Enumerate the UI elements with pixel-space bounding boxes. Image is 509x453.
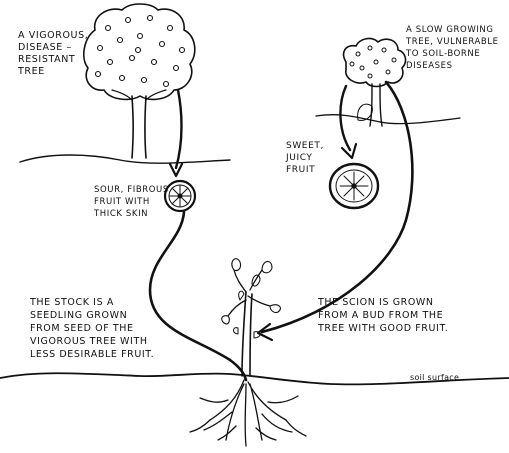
label-soil-surface: soil surface [410, 373, 460, 382]
seedling-roots [189, 379, 307, 447]
label-vigorous-tree: A VIGOROUS, DISEASE – RESISTANT TREE [18, 30, 89, 77]
sweet-fruit [328, 162, 380, 210]
label-stock: THE STOCK IS A SEEDLING GROWN FROM SEED … [30, 297, 155, 360]
vigorous-tree [19, 3, 231, 164]
label-sour-fruit: SOUR, FIBROUS FRUIT WITH THICK SKIN [94, 185, 169, 219]
arrow-sour-fruit-to-stock [148, 210, 248, 382]
grafted-seedling [221, 258, 281, 377]
label-scion: THE SCION IS GROWN FROM A BUD FROM THE T… [318, 297, 449, 334]
soil-surface-line [0, 372, 509, 386]
slow-growing-tree [315, 37, 461, 127]
label-slow-growing-tree: A SLOW GROWING TREE, VULNERABLE TO SOIL-… [406, 25, 499, 71]
arrow-tree-to-sweet-fruit [339, 84, 352, 152]
sour-fruit [163, 179, 197, 213]
arrow-scion-to-graft [260, 80, 414, 334]
label-sweet-fruit: SWEET, JUICY FRUIT [286, 141, 324, 175]
arrow-tree-to-sour-fruit [174, 88, 183, 170]
